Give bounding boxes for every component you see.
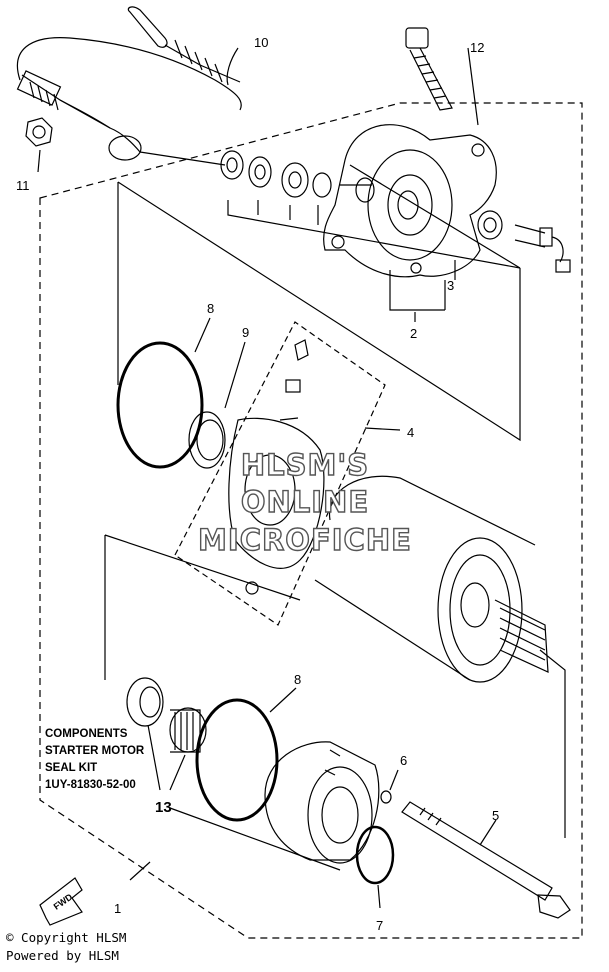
callout-12: 12 [470, 40, 484, 55]
o-ring-small-lower [355, 825, 395, 885]
callout-6: 6 [400, 753, 407, 768]
bolt-top [405, 27, 453, 111]
callout-9: 9 [242, 325, 249, 340]
footer-powered: Powered by HLSM [6, 948, 119, 963]
callout-11: 11 [16, 178, 30, 193]
fwd-label: FWD [52, 891, 75, 911]
footer-copyright: © Copyright HLSM [6, 930, 127, 945]
kit-line-1: COMPONENTS [45, 728, 128, 740]
watermark-line3: MICROFICHE [198, 523, 412, 557]
watermark-line2: ONLINE [241, 485, 369, 519]
callout-2: 2 [410, 326, 417, 341]
callout-3: 3 [447, 278, 454, 293]
kit-line-3: SEAL KIT [45, 762, 97, 774]
seal-bearing [126, 677, 207, 791]
small-o-ring [380, 790, 392, 804]
nut [25, 117, 53, 147]
kit-line-4: 1UY-81830-52-00 [45, 779, 136, 791]
o-ring-upper [116, 341, 204, 469]
callout-leaders [37, 47, 479, 909]
leader-lines-upper [117, 164, 521, 442]
brush-holder-group [174, 321, 386, 626]
callout-13: 13 [155, 799, 172, 816]
seal-washers [139, 150, 521, 269]
callout-10: 10 [254, 35, 268, 50]
callout-8-upper: 8 [207, 301, 214, 316]
callout-8-lower: 8 [294, 672, 301, 687]
front-cover [169, 741, 380, 871]
callout-7: 7 [376, 918, 383, 933]
motor-yoke [104, 475, 566, 838]
rear-cover [323, 124, 571, 311]
through-bolt [401, 801, 571, 919]
washer [188, 411, 226, 469]
fwd-arrow [39, 877, 83, 926]
kit-line-2: STARTER MOTOR [45, 745, 145, 757]
watermark-line1: HLSM'S [241, 448, 369, 482]
callout-5: 5 [492, 808, 499, 823]
callout-4: 4 [407, 425, 414, 440]
o-ring-lower [195, 698, 279, 822]
lead-wire [16, 6, 242, 161]
callout-1: 1 [114, 901, 121, 916]
assembly-outline [39, 102, 583, 939]
